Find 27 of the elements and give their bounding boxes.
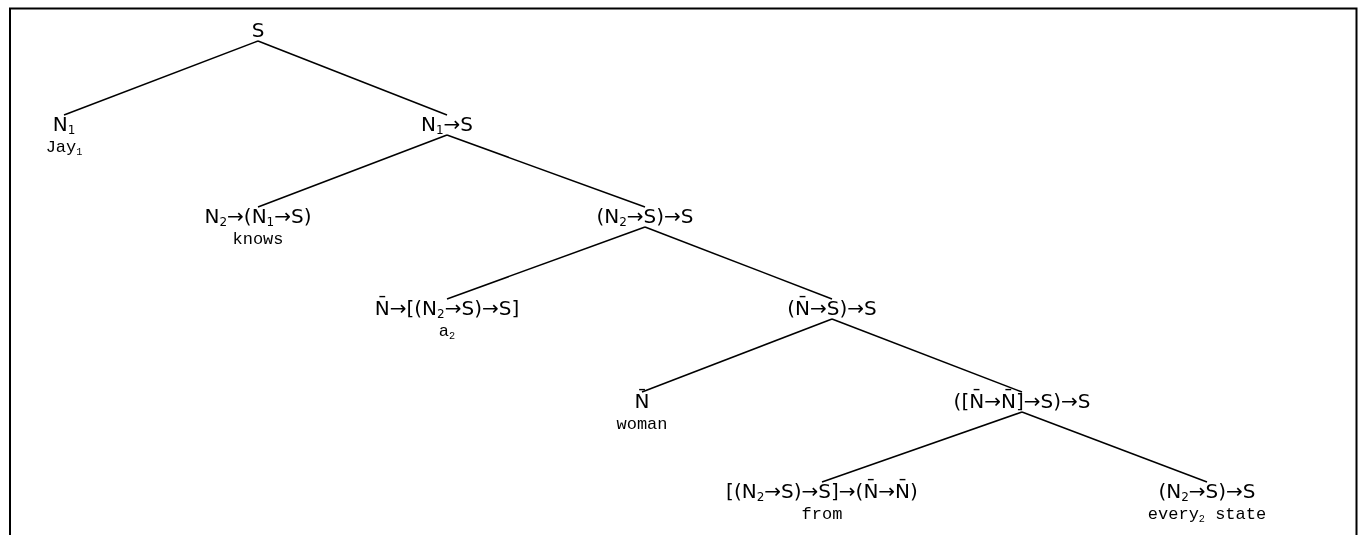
category-label: N$_{1}$ [51, 111, 77, 137]
category-label: N̄ [633, 388, 651, 414]
word-label: woman [616, 414, 668, 436]
category-label: N̄→[(N$_{2}$→S)→S] [374, 295, 520, 321]
tree-branch [641, 318, 833, 393]
word-label: from [800, 504, 844, 526]
tree-branch [644, 226, 833, 300]
tree-branch [446, 134, 646, 208]
tree-branch [446, 226, 646, 300]
tree-branch [63, 40, 259, 116]
tree-branch [257, 40, 448, 116]
tree-branch [831, 318, 1023, 393]
category-label: (N$_{2}$→S)→S [596, 203, 694, 229]
tree-branch [1021, 411, 1208, 483]
tree-branch [257, 134, 448, 208]
word-label: knows [231, 229, 285, 251]
tree-branch [821, 411, 1023, 483]
category-label: (N̄→S)→S [787, 295, 877, 321]
category-label: N$_{1}$→S [420, 111, 474, 137]
category-label: ([N̄→N̄]→S)→S [953, 388, 1091, 414]
category-label: S [251, 17, 265, 43]
category-label: (N$_{2}$→S)→S [1157, 478, 1257, 504]
word-label: every$_{2}$ state [1147, 504, 1267, 526]
word-label: a$_{2}$ [437, 321, 457, 343]
category-label: N$_{2}$→(N$_{1}$→S) [204, 203, 312, 229]
category-label: [(N$_{2}$→S)→S]→(N̄→N̄) [726, 478, 918, 504]
word-label: Jay$_{1}$ [45, 137, 83, 159]
